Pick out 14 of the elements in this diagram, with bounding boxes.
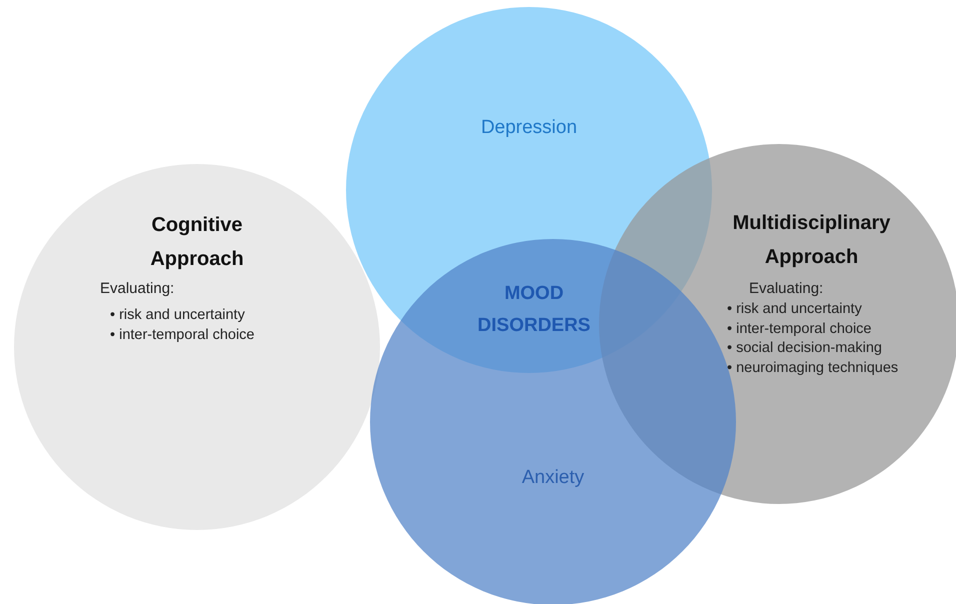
- bullet-item: • inter-temporal choice: [727, 320, 872, 338]
- bullet-item: • risk and uncertainty: [110, 306, 246, 325]
- overlap-label: MOOD DISORDERS: [476, 282, 592, 338]
- circle-heading: Cognitive Approach: [149, 213, 245, 272]
- list-intro: Evaluating:: [749, 280, 824, 297]
- list-intro: Evaluating:: [100, 280, 174, 297]
- bullet-item: • neuroimaging techniques: [727, 358, 898, 378]
- circle-heading: Multidisciplinary Approach: [732, 211, 892, 270]
- circle-label: Depression: [480, 117, 578, 139]
- bullet-item: • inter-temporal choice: [110, 326, 254, 344]
- venn-circle: [14, 164, 380, 530]
- bullet-item: • social decision-making: [727, 339, 883, 358]
- circle-label: Anxiety: [520, 467, 586, 489]
- bullet-item: • risk and uncertainty: [727, 300, 863, 319]
